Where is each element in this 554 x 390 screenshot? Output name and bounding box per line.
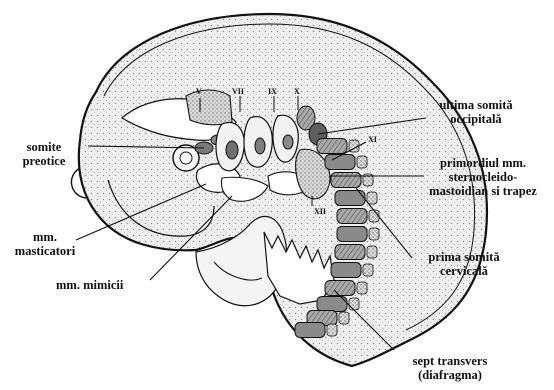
nerve-label-xii: XII <box>314 208 326 216</box>
arch-3-core <box>283 135 293 149</box>
label-sept-transvers: sept transvers (diafragma) <box>396 354 504 382</box>
label-prima-somita-line1: prima somită <box>412 250 516 264</box>
label-ultima-somita-line2: occipitală <box>420 112 532 126</box>
somite-block <box>331 173 361 188</box>
dermomyotome <box>367 246 377 258</box>
label-prima-somita: prima somită cervicală <box>412 250 516 278</box>
dermomyotome <box>357 282 367 294</box>
label-ultima-somita-line1: ultima somită <box>420 98 532 112</box>
somite-block <box>337 209 367 224</box>
label-somite-preotice-line2: preotice <box>2 154 86 168</box>
nerve-label-xi: XI <box>368 136 377 144</box>
dermomyotome <box>349 298 359 310</box>
label-primordiul-line3: mastoidian si trapez <box>416 184 550 198</box>
somite-block <box>325 155 355 170</box>
label-sept-transvers-line2: (diafragma) <box>396 368 504 382</box>
label-primordiul: primordiul mm. sternocleido- mastoidian … <box>416 156 550 198</box>
dermomyotome <box>327 324 337 336</box>
label-primordiul-line2: sternocleido- <box>416 170 550 184</box>
label-somite-preotice: somite preotice <box>2 140 86 168</box>
label-somite-preotice-line1: somite <box>2 140 86 154</box>
label-mm-masticatori: mm. masticatori <box>8 230 82 258</box>
label-mm-masticatori-line2: masticatori <box>8 244 82 258</box>
label-ultima-somita: ultima somită occipitală <box>420 98 532 126</box>
label-prima-somita-line2: cervicală <box>412 264 516 278</box>
label-primordiul-line1: primordiul mm. <box>416 156 550 170</box>
somite-block <box>325 281 355 296</box>
somite-block <box>331 263 361 278</box>
arch-2-core <box>255 138 265 154</box>
nerve-label-x: X <box>294 88 300 96</box>
eye-inner <box>180 152 192 164</box>
dermomyotome <box>357 156 367 168</box>
dermomyotome <box>363 264 373 276</box>
dermomyotome <box>369 228 379 240</box>
dermomyotome <box>339 312 349 324</box>
label-mm-masticatori-line1: mm. <box>8 230 82 244</box>
otic-region <box>186 90 232 125</box>
somite-block <box>295 323 325 338</box>
dermomyotome <box>367 192 377 204</box>
somite-block <box>335 245 365 260</box>
nerve-label-v: V <box>196 88 202 96</box>
label-sept-transvers-line1: sept transvers <box>396 354 504 368</box>
arch-1-core <box>226 141 238 159</box>
label-mm-mimicii: mm. mimicii <box>56 278 123 292</box>
nerve-label-vii: VII <box>232 88 244 96</box>
nerve-label-ix: IX <box>268 88 277 96</box>
dermomyotome <box>369 210 379 222</box>
somite-block <box>317 139 347 154</box>
somite-block <box>337 227 367 242</box>
